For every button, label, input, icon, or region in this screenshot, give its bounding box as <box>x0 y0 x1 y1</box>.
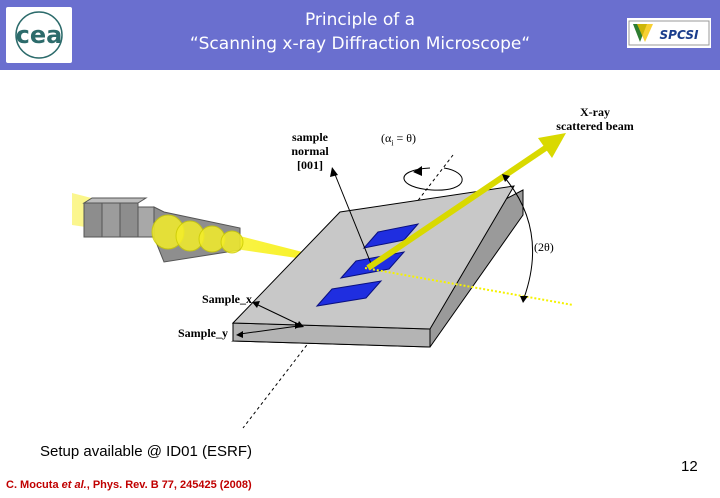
header-bar: cea Principle of a “Scanning x-ray Diffr… <box>0 0 720 70</box>
sample-normal-arrowhead <box>330 167 338 177</box>
two-theta-label: (2θ) <box>534 240 554 254</box>
sample-x-arrow <box>255 303 301 326</box>
two-theta-arc <box>504 177 534 299</box>
sample-pad-3 <box>315 280 383 307</box>
scattered-beam-arrowhead <box>538 133 566 158</box>
scattered-beam <box>366 142 552 271</box>
sxdm-diagram <box>72 133 574 429</box>
title-line-2: “Scanning x-ray Diffraction Microscope“ <box>189 34 531 54</box>
setup-caption: Setup available @ ID01 (ESRF) <box>40 443 252 460</box>
page-number: 12 <box>681 458 698 475</box>
reference-journal: , Phys. Rev. B 77, 245425 (2008) <box>86 479 252 491</box>
sample-y-arrowhead-1 <box>236 331 243 338</box>
two-theta-arrowhead-top <box>502 174 510 182</box>
rotation-label-suffix: = θ) <box>393 131 417 145</box>
sample-y-label: Sample_y <box>178 326 229 340</box>
sample-y-arrowhead-2 <box>295 322 302 329</box>
spcsi-logo: SPCSI <box>627 18 711 48</box>
cea-logo: cea <box>6 7 72 63</box>
rotation-arrowhead <box>413 166 422 176</box>
sample-normal-line <box>333 171 373 267</box>
reference-citation: C. Mocuta et al., Phys. Rev. B 77, 24542… <box>6 479 252 491</box>
scattered-beam-label-line-1: X-ray <box>580 105 610 119</box>
sample-normal-line-1: sample <box>292 130 328 144</box>
sample-normal-label: sample normal [001] <box>282 130 338 172</box>
scattered-beam-label: X-ray scattered beam <box>540 105 650 133</box>
two-theta-arrowhead-bottom <box>520 296 528 303</box>
sample-y-arrow <box>239 325 299 335</box>
collimator <box>82 197 244 263</box>
rotation-label-sub: i <box>391 138 394 148</box>
sample-x-arrowhead-1 <box>252 301 260 308</box>
sample-x-label: Sample_x <box>202 292 253 306</box>
cea-logo-text: cea <box>16 21 63 49</box>
transmitted-beam <box>364 267 574 306</box>
spcsi-logo-text: SPCSI <box>660 28 699 42</box>
sample-normal-line-2: normal <box>291 144 329 158</box>
rotation-label-prefix: (α <box>381 131 392 145</box>
page-title: Principle of a “Scanning x-ray Diffracti… <box>150 8 570 56</box>
rotation-label: (αi = θ) <box>381 131 416 150</box>
reference-authors: C. Mocuta <box>6 479 62 491</box>
rotation-arrow <box>403 167 463 191</box>
scattered-beam-label-line-2: scattered beam <box>556 119 634 133</box>
sample-pad-1 <box>362 223 420 249</box>
reference-etal: et al. <box>61 479 87 491</box>
title-line-1: Principle of a <box>304 10 416 30</box>
sample-normal-line-3: [001] <box>297 158 323 172</box>
